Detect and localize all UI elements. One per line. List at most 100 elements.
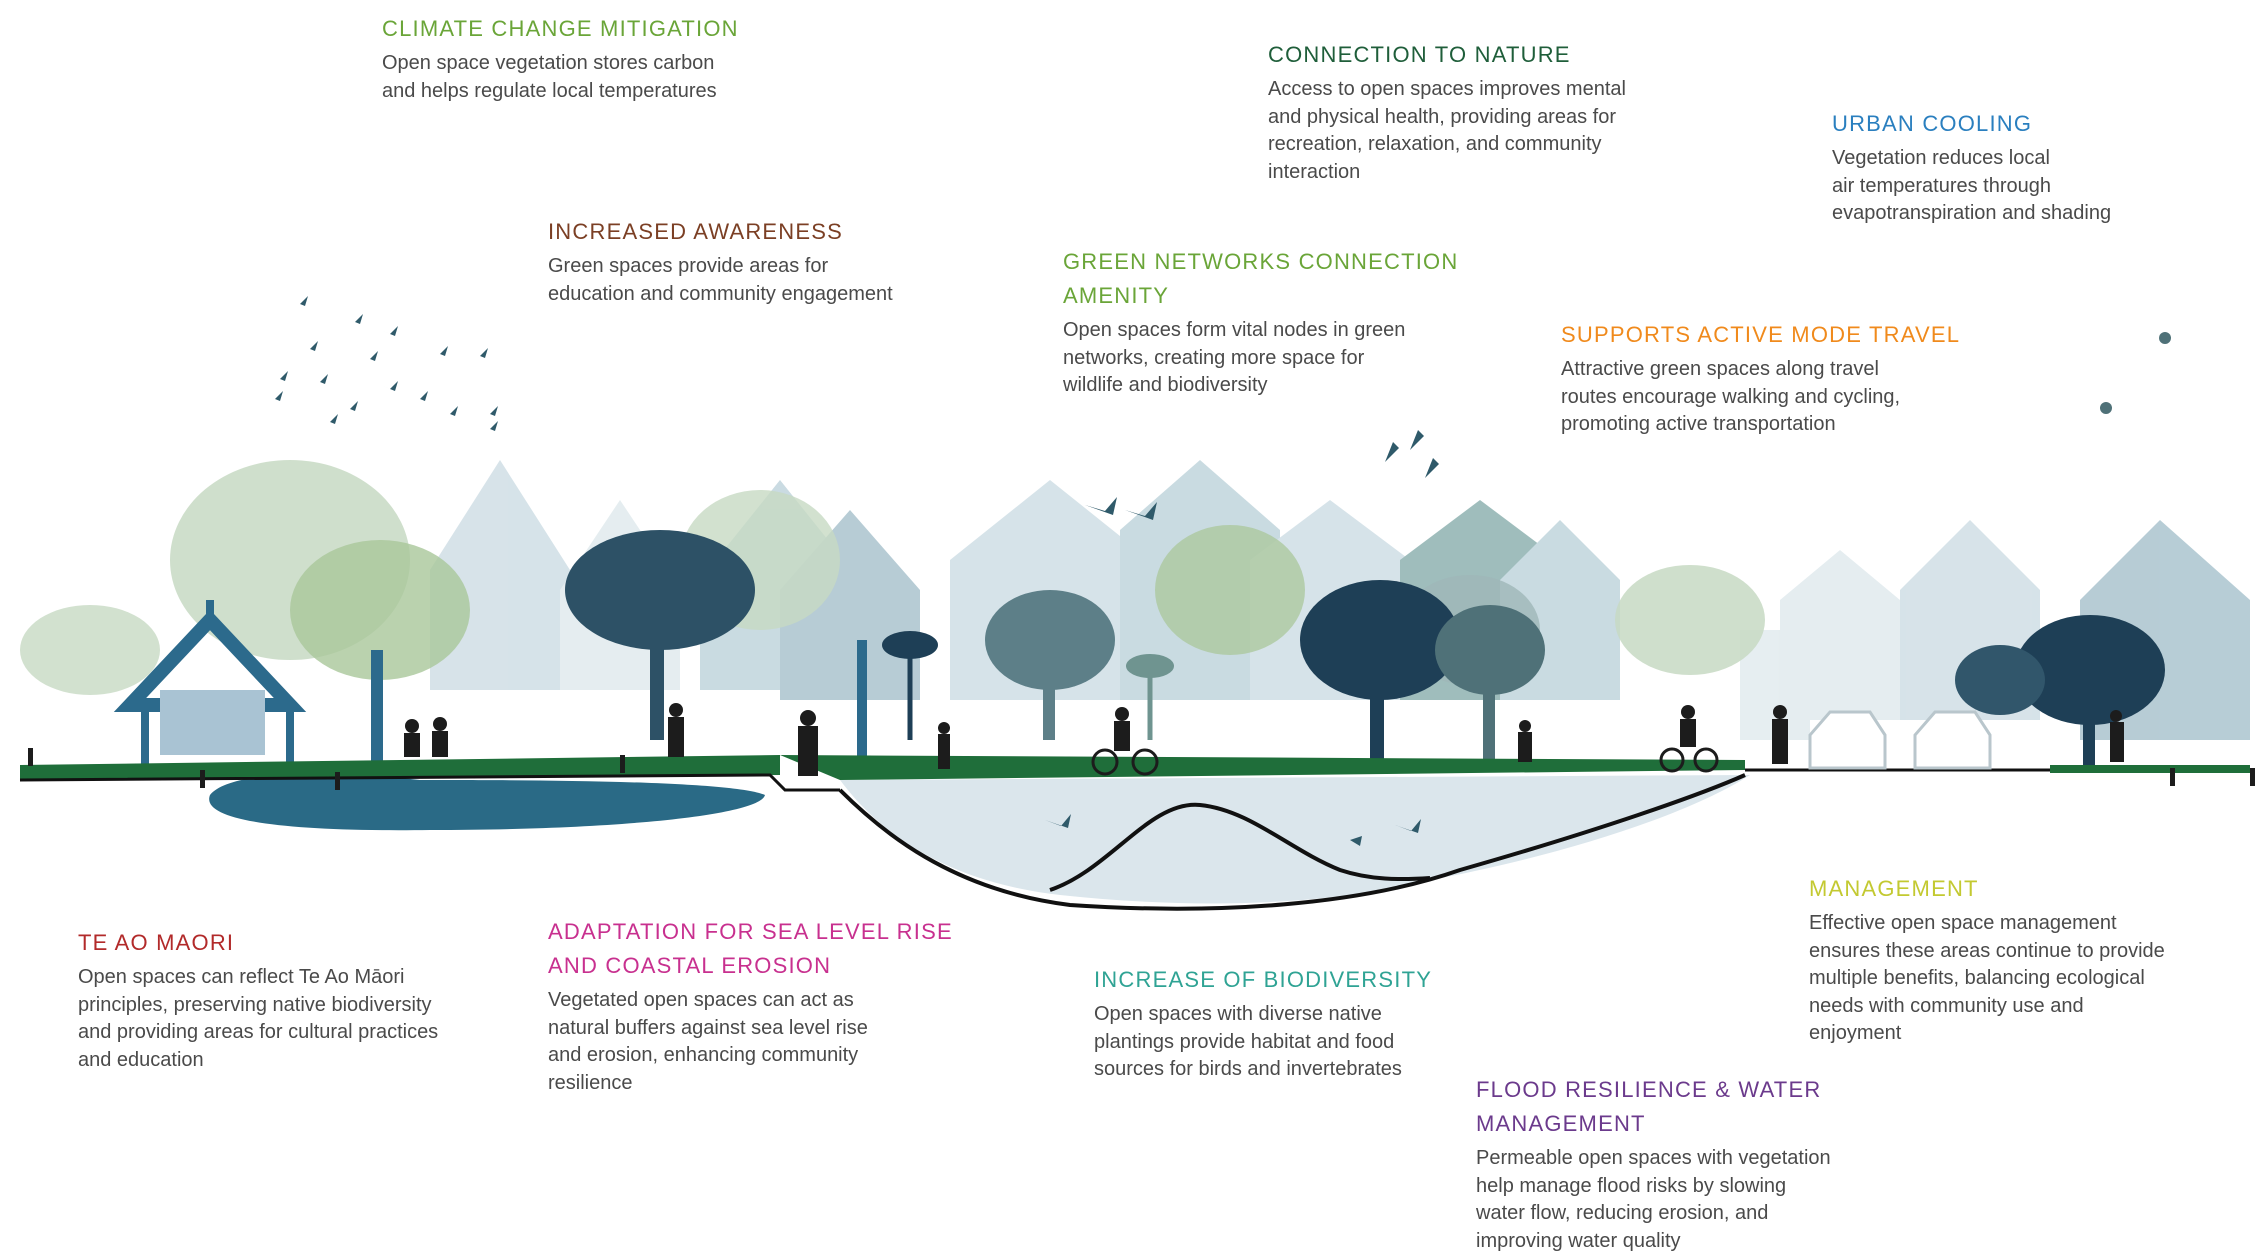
label-body: Vegetation reduces local air temperature… [1832, 147, 2112, 224]
bird [1395, 819, 1421, 833]
foreground-trees [565, 530, 2165, 770]
light-post [2250, 768, 2255, 786]
person-body [938, 734, 950, 769]
tree-trunk [1370, 670, 1384, 760]
road-green-edge [2050, 765, 2250, 773]
light-post [2170, 768, 2175, 786]
label-green-networks: GREEN NETWORKS CONNECTION AMENITY Open s… [1063, 245, 1458, 400]
tree-canopy [1300, 580, 1460, 700]
whare-meeting-house [113, 600, 307, 765]
label-body: Attractive green spaces along travel rou… [1561, 358, 1901, 435]
label-title: TE AO MAORI [78, 930, 235, 955]
label-title: INCREASED AWARENESS [548, 219, 844, 244]
bird [1410, 430, 1424, 450]
person-head [800, 710, 816, 726]
person-head [938, 722, 950, 734]
people [404, 703, 2124, 776]
tree-canopy [290, 540, 470, 680]
bird [480, 406, 498, 416]
tree-trunk [2083, 700, 2095, 770]
label-connection-to-nature: CONNECTION TO NATURE Access to open spac… [1268, 38, 1626, 186]
label-biodiversity: INCREASE OF BIODIVERSITY Open spaces wit… [1094, 963, 1432, 1084]
bird [265, 391, 283, 401]
person-head [1115, 707, 1129, 721]
person-head [405, 719, 419, 733]
person-head [433, 717, 447, 731]
bicycle-wheel [1693, 747, 1719, 773]
person-body [1114, 721, 1130, 751]
person-body [798, 726, 818, 776]
person-head [1773, 705, 1787, 719]
label-management: MANAGEMENT Effective open space manageme… [1809, 872, 2165, 1048]
lawn [20, 755, 780, 780]
basin-mound [1049, 802, 1431, 892]
bird [470, 348, 488, 358]
bird [1045, 814, 1071, 828]
label-increased-awareness: INCREASED AWARENESS Green spaces provide… [548, 215, 893, 308]
bird [1125, 502, 1157, 520]
label-body: Green spaces provide areas for education… [548, 255, 893, 305]
tree-trunk [650, 620, 664, 740]
person-body [1518, 732, 1532, 762]
bird [345, 314, 363, 324]
label-title: GREEN NETWORKS CONNECTION AMENITY [1063, 249, 1459, 308]
bird [430, 346, 448, 356]
tree-trunk [1043, 660, 1055, 740]
whare-wall [160, 690, 265, 755]
bicycle-wheel [1131, 748, 1159, 776]
label-body: Open spaces can reflect Te Ao Māori prin… [78, 966, 439, 1071]
car [1913, 710, 1992, 770]
bird [1385, 442, 1399, 462]
bird [1085, 497, 1117, 515]
pond-left [209, 773, 765, 831]
bird [380, 381, 398, 391]
label-title: SUPPORTS ACTIVE MODE TRAVEL [1561, 322, 1961, 347]
person-body [1680, 719, 1696, 747]
tree-canopy [1155, 525, 1305, 655]
bird [290, 296, 308, 306]
label-urban-cooling: URBAN COOLING Vegetation reduces local a… [1832, 107, 2111, 228]
label-title: CONNECTION TO NATURE [1268, 42, 1571, 67]
label-sea-level-rise: ADAPTATION FOR SEA LEVEL RISE AND COASTA… [548, 915, 953, 1097]
label-body: Open space vegetation stores carbon and … [382, 52, 717, 102]
label-body: Permeable open spaces with vegetation he… [1476, 1147, 1831, 1252]
tree-canopy [20, 605, 160, 695]
person-body [668, 717, 684, 757]
person-head [669, 703, 683, 717]
palm-crown [882, 631, 938, 659]
bird [480, 421, 498, 431]
tree-canopy [565, 530, 755, 650]
person-body [404, 733, 420, 757]
tree-canopy [1615, 565, 1765, 675]
pou-post [857, 640, 867, 760]
tree-canopy [2015, 615, 2165, 725]
birds [265, 296, 1439, 846]
ground-line [19, 773, 840, 792]
tree-canopy [1955, 645, 2045, 715]
label-te-ao-maori: TE AO MAORI Open spaces can reflect Te A… [78, 926, 438, 1074]
cars [1808, 710, 1992, 770]
light-post [335, 772, 340, 790]
bee-icon [2159, 332, 2171, 344]
tree-canopy [985, 590, 1115, 690]
label-title: MANAGEMENT [1809, 876, 1979, 901]
bicycle-wheel [1659, 747, 1685, 773]
bird [440, 406, 458, 416]
person-body [2110, 722, 2124, 762]
bird [1425, 458, 1439, 478]
lawn [780, 755, 1745, 780]
detention-basin [840, 775, 1750, 904]
bird [270, 371, 288, 381]
bird [1350, 836, 1362, 846]
label-climate-change-mitigation: CLIMATE CHANGE MITIGATION Open space veg… [382, 12, 739, 105]
person-body [1772, 719, 1788, 764]
label-title: URBAN COOLING [1832, 111, 2033, 136]
light-post [200, 770, 205, 788]
person-head [1519, 720, 1531, 732]
label-title: CLIMATE CHANGE MITIGATION [382, 16, 739, 41]
basin-outline [838, 773, 1746, 911]
label-body: Open spaces form vital nodes in green ne… [1063, 319, 1406, 396]
bee-icon [2100, 402, 2112, 414]
person-head [2110, 710, 2122, 722]
